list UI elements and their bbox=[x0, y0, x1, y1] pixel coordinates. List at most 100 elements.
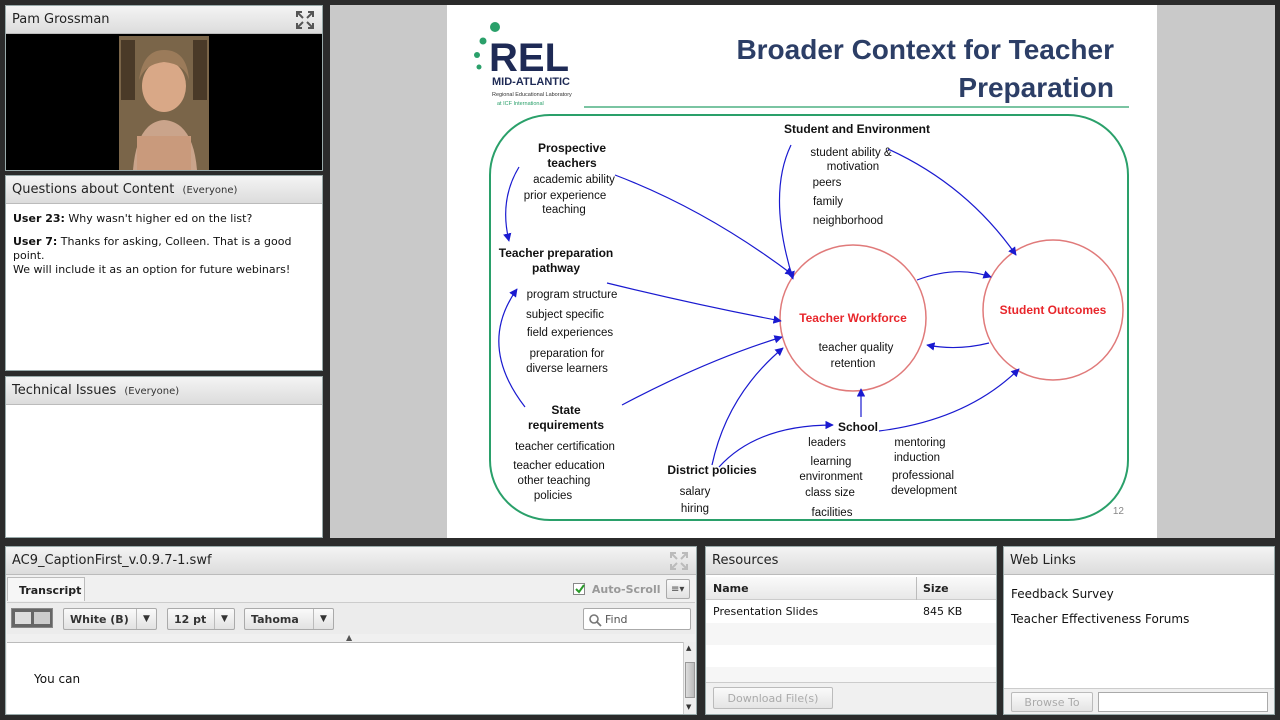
tab-transcript[interactable]: Transcript bbox=[7, 577, 85, 601]
state-item: teacher education bbox=[513, 460, 604, 472]
logo-small1: Regional Educational Laboratory bbox=[492, 92, 572, 98]
arrow-pathway-to-workforce bbox=[606, 282, 782, 324]
video-pod-title-bar: Pam Grossman bbox=[6, 6, 322, 34]
download-button-label: Download File(s) bbox=[727, 692, 819, 705]
prospective-item: academic ability bbox=[533, 174, 615, 186]
menu-button[interactable]: ≡▾ bbox=[666, 579, 690, 599]
scrollbar-thumb[interactable] bbox=[685, 662, 695, 698]
font-select-value: Tahoma bbox=[251, 613, 299, 626]
size-select-value: 12 pt bbox=[174, 613, 207, 626]
weblinks-pod-title: Web Links bbox=[1010, 553, 1076, 568]
slide-title-line1: Broader Context for Teacher bbox=[736, 34, 1114, 65]
questions-pod-title: Questions about Content bbox=[12, 182, 175, 197]
weblinks-footer: Browse To bbox=[1004, 688, 1274, 714]
autoscroll-toggle[interactable]: Auto-Scroll bbox=[573, 582, 661, 596]
arrow-state-to-pathway bbox=[498, 288, 526, 408]
video-pod: Pam Grossman bbox=[5, 5, 323, 171]
autoscroll-checkbox[interactable] bbox=[573, 583, 585, 595]
arrow-state-to-workforce bbox=[621, 335, 783, 406]
state-title: State bbox=[551, 403, 581, 417]
chat-message-user: User 23: bbox=[13, 212, 65, 225]
resources-pod: Resources Name Size Presentation Slides … bbox=[705, 546, 997, 715]
weblinks-pod-title-bar: Web Links bbox=[1004, 547, 1274, 575]
prospective-item: prior experience bbox=[524, 190, 606, 202]
weblinks-pod: Web Links Feedback Survey Teacher Effect… bbox=[1003, 546, 1275, 715]
column-header-name[interactable]: Name bbox=[713, 582, 749, 595]
find-field[interactable]: Find bbox=[583, 608, 691, 630]
outcomes-title: Student Outcomes bbox=[1000, 303, 1107, 317]
diagram-arrows bbox=[498, 144, 1020, 468]
pathway-item: preparation for bbox=[530, 348, 605, 360]
resource-name: Presentation Slides bbox=[713, 605, 819, 618]
school-item: induction bbox=[894, 452, 940, 464]
env-title: Student and Environment bbox=[784, 122, 930, 136]
fullscreen-icon[interactable] bbox=[296, 11, 314, 29]
school-item: learning bbox=[811, 456, 852, 468]
school-item: environment bbox=[799, 471, 863, 483]
district-item: hiring bbox=[681, 503, 709, 515]
state-item: teacher certification bbox=[515, 441, 615, 453]
browse-to-button[interactable]: Browse To bbox=[1011, 692, 1093, 712]
slide-title-line2: Preparation bbox=[958, 72, 1114, 103]
state-item: policies bbox=[534, 490, 573, 502]
technical-pod-title-bar: Technical Issues (Everyone) bbox=[6, 377, 322, 405]
technical-pod-audience: (Everyone) bbox=[124, 386, 180, 397]
workforce-title: Teacher Workforce bbox=[799, 311, 907, 325]
arrow-district-to-school bbox=[718, 420, 834, 468]
fullscreen-icon[interactable] bbox=[670, 552, 688, 570]
chat-messages: User 23: Why wasn't higher ed on the lis… bbox=[13, 212, 316, 277]
rel-logo: REL MID-ATLANTIC Regional Educational La… bbox=[474, 22, 572, 107]
pathway-item: field experiences bbox=[527, 327, 614, 339]
env-item: student ability & bbox=[810, 147, 892, 159]
state-title-cont: requirements bbox=[528, 418, 604, 432]
school-item: mentoring bbox=[894, 437, 945, 449]
url-field[interactable] bbox=[1098, 692, 1268, 712]
technical-issues-pod: Technical Issues (Everyone) bbox=[5, 376, 323, 538]
chat-message-text: Thanks for asking, Colleen. That is a go… bbox=[13, 235, 292, 262]
browse-to-label: Browse To bbox=[1024, 696, 1080, 709]
arrow-env-to-workforce bbox=[778, 144, 795, 280]
slide-canvas: REL MID-ATLANTIC Regional Educational La… bbox=[474, 22, 1129, 521]
arrow-district-to-workforce bbox=[711, 347, 784, 466]
pathway-item: diverse learners bbox=[526, 363, 608, 375]
table-row[interactable]: Presentation Slides 845 KB bbox=[706, 601, 996, 623]
list-item[interactable]: Feedback Survey bbox=[1011, 587, 1114, 601]
chat-message-user: User 7: bbox=[13, 235, 58, 248]
caption-pod-title-bar: AC9_CaptionFirst_v.0.9.7-1.swf bbox=[6, 547, 696, 575]
list-item[interactable]: Teacher Effectiveness Forums bbox=[1011, 612, 1190, 626]
slide: REL MID-ATLANTIC Regional Educational La… bbox=[447, 5, 1157, 538]
font-select[interactable]: Tahoma ▼ bbox=[244, 608, 334, 630]
arrow-workforce-to-outcomes bbox=[916, 270, 992, 281]
school-item: professional bbox=[892, 470, 954, 482]
arrow-outcomes-to-workforce bbox=[926, 342, 990, 351]
arrow-prospective-to-pathway bbox=[503, 166, 520, 242]
collapse-up-icon[interactable]: ▲ bbox=[346, 633, 353, 642]
caption-scrollbar[interactable]: ▲ ▼ bbox=[683, 642, 696, 714]
color-select[interactable]: White (B) ▼ bbox=[63, 608, 157, 630]
technical-pod-title: Technical Issues bbox=[12, 383, 117, 398]
slide-page-number: 12 bbox=[1113, 506, 1125, 517]
workforce-item: retention bbox=[831, 358, 876, 370]
download-button[interactable]: Download File(s) bbox=[713, 687, 833, 709]
logo-sub: MID-ATLANTIC bbox=[492, 76, 570, 88]
school-title: School bbox=[838, 420, 878, 434]
size-select[interactable]: 12 pt ▼ bbox=[167, 608, 235, 630]
video-pod-title: Pam Grossman bbox=[12, 12, 110, 27]
tab-transcript-label: Transcript bbox=[19, 584, 82, 597]
prospective-title-cont: teachers bbox=[547, 156, 597, 170]
env-item: neighborhood bbox=[813, 215, 883, 227]
chat-message: User 7: Thanks for asking, Colleen. That… bbox=[13, 235, 316, 277]
column-header-size[interactable]: Size bbox=[923, 582, 949, 595]
logo-main: REL bbox=[489, 36, 569, 80]
color-select-value: White (B) bbox=[70, 613, 129, 626]
school-item: class size bbox=[805, 487, 855, 499]
prospective-item: teaching bbox=[542, 204, 585, 216]
layout-icon[interactable] bbox=[11, 608, 53, 628]
caption-pod-title: AC9_CaptionFirst_v.0.9.7-1.swf bbox=[12, 553, 212, 568]
pathway-title-cont: pathway bbox=[532, 261, 580, 275]
pathway-item: subject specific bbox=[526, 309, 604, 321]
school-item: facilities bbox=[812, 507, 853, 519]
caption-text: You can bbox=[34, 672, 81, 686]
school-item: leaders bbox=[808, 437, 846, 449]
resources-pod-title-bar: Resources bbox=[706, 547, 996, 575]
